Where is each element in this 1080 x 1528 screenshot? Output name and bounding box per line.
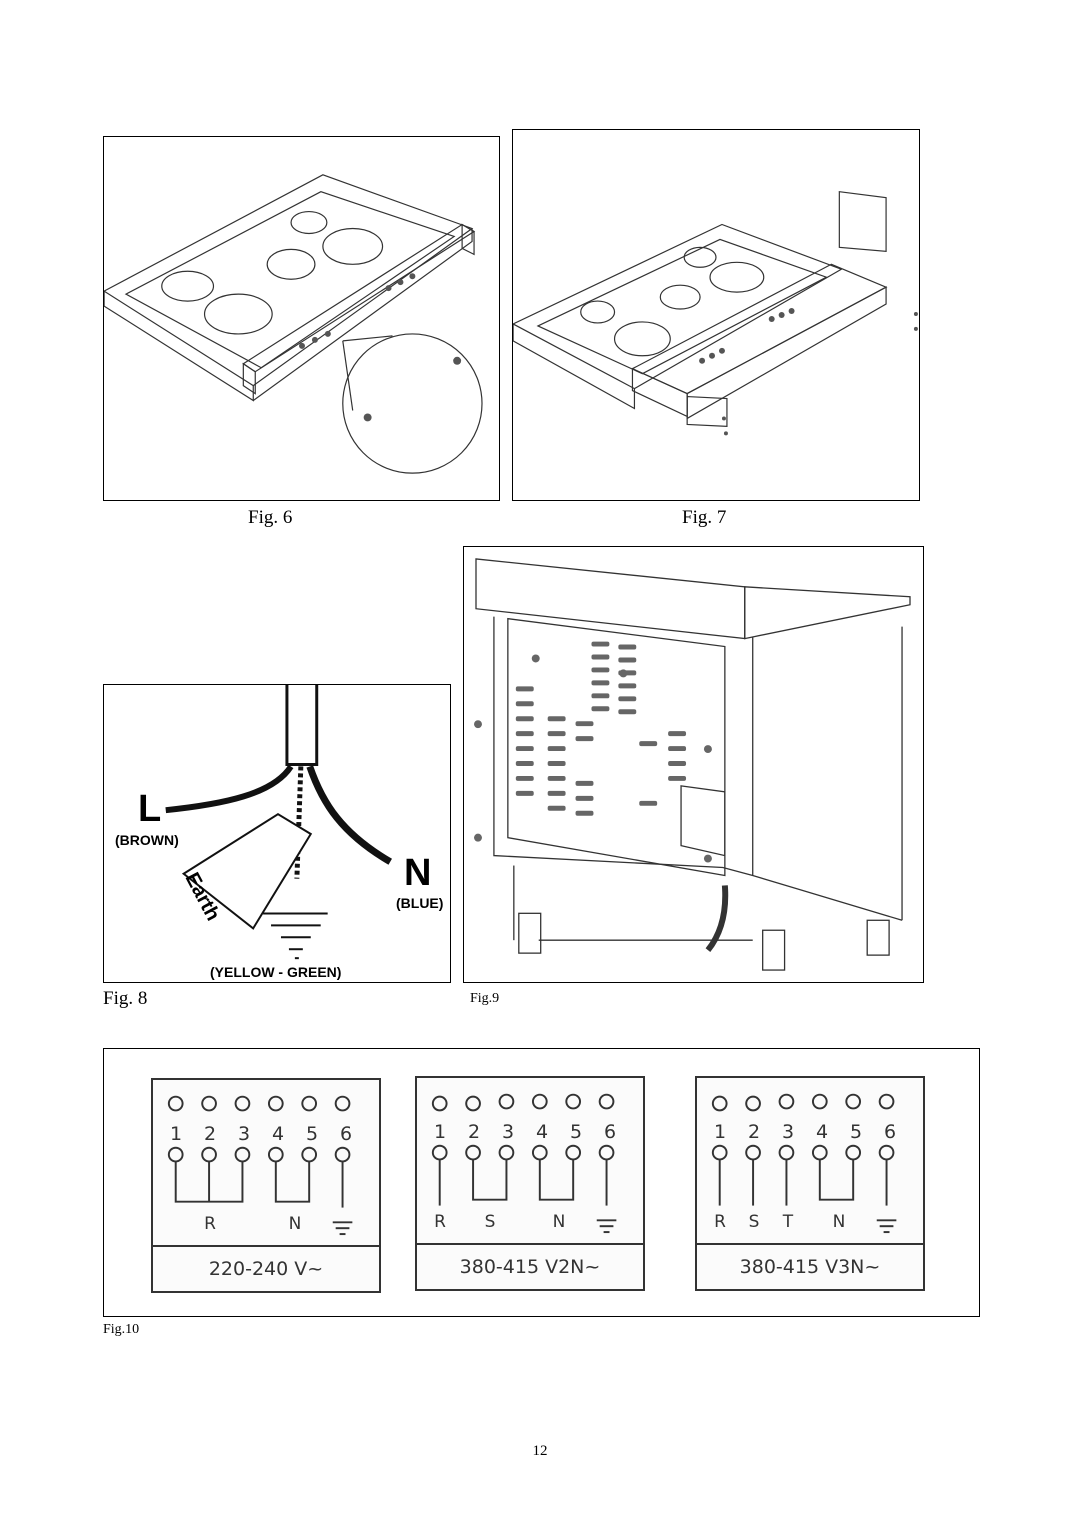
terminal-number: 6: [339, 1123, 353, 1145]
live-color-label: (BROWN): [115, 832, 179, 848]
voltage-label: 380-415 V3N~: [697, 1243, 923, 1289]
earth-color-label: (YELLOW - GREEN): [210, 964, 342, 980]
phase-label: N: [832, 1212, 846, 1232]
terminal-number: 2: [203, 1123, 217, 1145]
fig8-caption: Fig. 8: [103, 988, 148, 1009]
terminal-number: 2: [467, 1121, 481, 1143]
terminal-wiring-2: [431, 1093, 617, 1234]
phase-label: N: [552, 1212, 566, 1232]
phase-label: R: [434, 1212, 446, 1232]
phase-label: S: [484, 1212, 496, 1232]
terminal-number: 4: [535, 1121, 549, 1143]
fig6-caption: Fig. 6: [248, 507, 293, 528]
terminal-number: 3: [501, 1121, 515, 1143]
phase-label: R: [714, 1212, 726, 1232]
cooktop-panel-drawing: [513, 190, 918, 436]
terminal-number: 4: [271, 1123, 285, 1145]
phase-label: T: [782, 1212, 794, 1232]
cooktop-hob-drawing: [104, 174, 483, 474]
terminal-number: 4: [815, 1121, 829, 1143]
phase-label: R: [204, 1214, 216, 1234]
terminal-number: 1: [713, 1121, 727, 1143]
fig10-caption: Fig.10: [103, 1322, 140, 1337]
mains-cable-drawing: [165, 685, 392, 960]
fig6-illustration: [103, 136, 500, 501]
fig10-illustration: 1 2 3 4 5 6 R N 220-240 V~ 1 2 3 4: [103, 1048, 980, 1317]
terminal-number: 6: [883, 1121, 897, 1143]
terminal-number: 3: [781, 1121, 795, 1143]
live-letter: L: [138, 788, 162, 830]
terminal-wiring-3: [711, 1093, 897, 1234]
cooker-rear-view-drawing: [474, 558, 911, 971]
terminal-number: 1: [169, 1123, 183, 1145]
neutral-color-label: (BLUE): [396, 895, 444, 911]
voltage-label: 220-240 V~: [153, 1245, 379, 1291]
page-number: 12: [532, 1443, 548, 1459]
phase-label: S: [748, 1212, 760, 1232]
terminal-wiring-1: [167, 1095, 353, 1236]
fig7-illustration: [512, 129, 920, 501]
terminal-block-two-phase: 1 2 3 4 5 6 R S N 380-415 V2N~: [415, 1076, 645, 1291]
terminal-number: 5: [849, 1121, 863, 1143]
terminal-block-single-phase: 1 2 3 4 5 6 R N 220-240 V~: [151, 1078, 381, 1293]
neutral-letter: N: [404, 852, 432, 894]
terminal-number: 2: [747, 1121, 761, 1143]
fig9-illustration: [463, 546, 924, 983]
terminal-number: 6: [603, 1121, 617, 1143]
fig8-illustration: L (BROWN) N (BLUE) Earth (YELLOW - GREEN…: [103, 684, 451, 983]
terminal-number: 1: [433, 1121, 447, 1143]
terminal-number: 3: [237, 1123, 251, 1145]
voltage-label: 380-415 V2N~: [417, 1243, 643, 1289]
phase-label: N: [288, 1214, 302, 1234]
terminal-number: 5: [305, 1123, 319, 1145]
terminal-number: 5: [569, 1121, 583, 1143]
fig7-caption: Fig. 7: [682, 507, 727, 528]
terminal-block-three-phase: 1 2 3 4 5 6 R S T N 380-415 V3N~: [695, 1076, 925, 1291]
fig9-caption: Fig.9: [470, 991, 500, 1006]
